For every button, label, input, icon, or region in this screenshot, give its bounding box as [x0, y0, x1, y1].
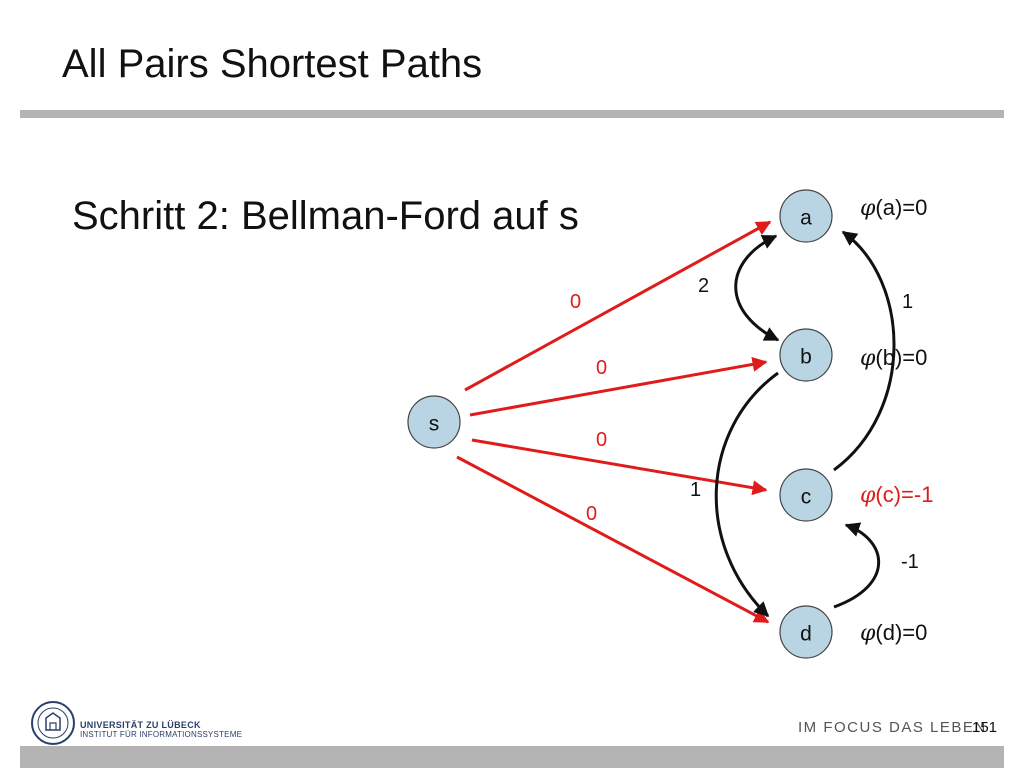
slide-title: All Pairs Shortest Paths — [62, 42, 483, 86]
edge-weight-c-a: 1 — [902, 291, 913, 313]
edge-b-d: 1 — [690, 371, 779, 618]
node-label-a: a — [800, 207, 812, 230]
node-label-b: b — [800, 346, 812, 369]
institute-name: INSTITUT FÜR INFORMATIONSSYSTEME — [80, 730, 243, 739]
page-number: 151 — [972, 719, 998, 736]
footer-bar — [20, 746, 1004, 768]
slogan: IM FOCUS DAS LEBEN — [798, 719, 987, 736]
university-name: UNIVERSITÄT ZU LÜBECK — [80, 720, 201, 730]
university-seal-icon — [31, 701, 75, 745]
edge-weight-s-a: 0 — [570, 291, 581, 313]
edge-weight-s-c: 0 — [596, 429, 607, 451]
edge-weight-a-b: 2 — [698, 275, 709, 297]
edge-s-b: 0 — [469, 356, 768, 417]
potential-d: φ(d)=0 — [860, 620, 927, 646]
edge-d-c: -1 — [833, 522, 919, 609]
node-s: s — [407, 395, 461, 449]
edge-c-a: 1 — [833, 230, 913, 472]
edge-s-a: 0 — [464, 220, 772, 392]
potential-b: φ(b)=0 — [860, 345, 927, 371]
node-label-s: s — [429, 413, 440, 436]
node-c: c — [779, 468, 833, 522]
node-a: a — [779, 189, 833, 243]
edge-s-d: 0 — [456, 455, 770, 624]
edge-a-b: 2 — [698, 234, 780, 342]
edge-weight-b-d: 1 — [690, 479, 701, 501]
title-divider — [20, 110, 1004, 118]
step-heading: Schritt 2: Bellman-Ford auf s — [72, 194, 579, 238]
node-label-c: c — [801, 486, 812, 509]
edge-weight-s-d: 0 — [586, 503, 597, 525]
potential-a: φ(a)=0 — [860, 195, 927, 221]
node-label-d: d — [800, 623, 812, 646]
edge-weight-d-c: -1 — [901, 551, 919, 573]
potential-c: φ(c)=-1 — [860, 482, 933, 508]
node-d: d — [779, 605, 833, 659]
node-b: b — [779, 328, 833, 382]
edge-weight-s-b: 0 — [596, 357, 607, 379]
